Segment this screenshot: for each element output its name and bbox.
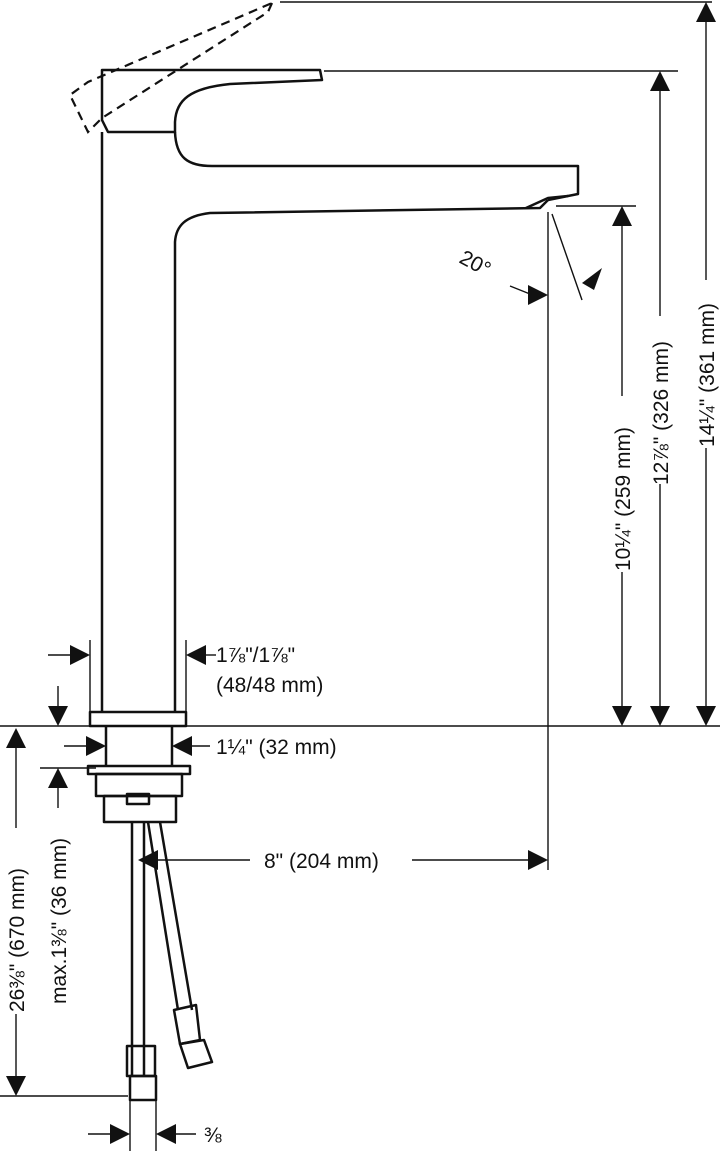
base-width-label-top: 1⅞"/1⅞": [216, 644, 295, 667]
handle-height-label: 12⅞" (326 mm): [650, 341, 673, 485]
spout-reach-label: 8" (204 mm): [264, 850, 379, 873]
dimension-base-width: 1⅞"/1⅞" (48/48 mm): [48, 644, 323, 697]
shank-diameter-label: 1¼" (32 mm): [216, 736, 337, 759]
spout-height-label: 10¼" (259 mm): [612, 427, 635, 571]
dimension-spout-height: 10¼" (259 mm): [612, 206, 635, 726]
total-height-label: 14¼" (361 mm): [696, 303, 719, 447]
base-width-label-bottom: (48/48 mm): [216, 674, 323, 697]
dimension-shank-diameter: 1¼" (32 mm): [64, 736, 337, 759]
dimension-counter-marker: [48, 686, 68, 726]
handle-open-outline: [68, 0, 712, 134]
dimension-connection-size: ⅜: [88, 1100, 222, 1151]
dimension-total-height: 14¼" (361 mm): [696, 2, 719, 726]
faucet-body: [0, 68, 720, 1102]
dimension-counter-thickness: max.1⅜" (36 mm): [40, 767, 96, 1004]
dimension-spout-angle: 20°: [456, 212, 602, 870]
dimension-spout-reach: 8" (204 mm): [138, 850, 548, 873]
hose-length-label: 26⅜" (670 mm): [6, 868, 29, 1012]
counter-thickness-label: max.1⅜" (36 mm): [48, 838, 71, 1004]
dimension-hose-length: 26⅜" (670 mm): [0, 728, 128, 1097]
spout-angle-label: 20°: [456, 246, 495, 281]
dimension-handle-height: 12⅞" (326 mm): [650, 71, 673, 726]
connection-size-label: ⅜: [204, 1124, 222, 1147]
